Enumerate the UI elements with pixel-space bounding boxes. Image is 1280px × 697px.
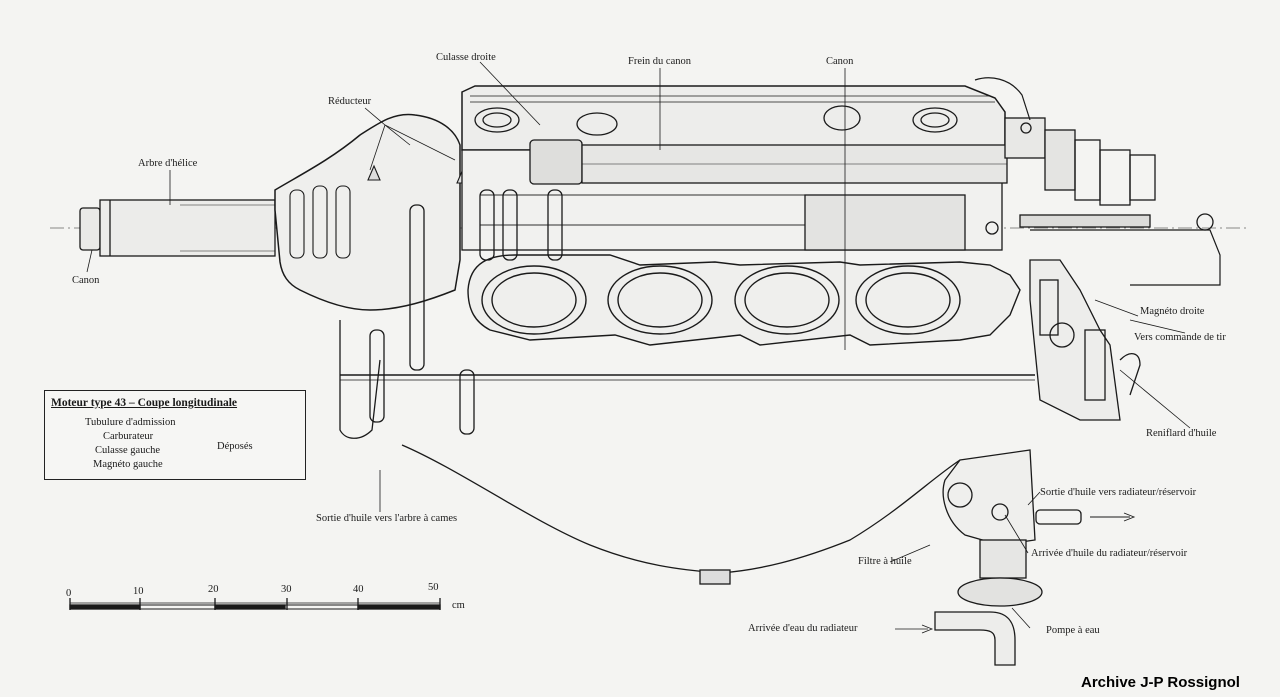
legend-item: Tubulure d'admission xyxy=(85,417,176,428)
scale-tick-label: 40 xyxy=(353,584,364,595)
legend-item: Magnéto gauche xyxy=(93,459,163,470)
rear-accessories xyxy=(974,77,1221,286)
label-arbre-helice: Arbre d'hélice xyxy=(138,158,198,169)
scale-tick-label: 20 xyxy=(208,584,219,595)
scale-unit: cm xyxy=(452,600,465,611)
legend-note: Déposés xyxy=(217,441,253,452)
label-reducteur: Réducteur xyxy=(328,96,372,107)
label-frein-canon: Frein du canon xyxy=(628,56,691,67)
scale-tick-label: 50 xyxy=(428,582,439,593)
label-magneto-droite: Magnéto droite xyxy=(1140,306,1205,317)
reduction-gear-housing xyxy=(274,113,461,311)
label-pompe-eau: Pompe à eau xyxy=(1046,625,1100,636)
label-arrivee-huile: Arrivée d'huile du radiateur/réservoir xyxy=(1031,548,1188,559)
scale-tick-label: 30 xyxy=(281,584,292,595)
label-canon-top: Canon xyxy=(826,56,854,67)
crankcase xyxy=(339,189,1136,585)
label-sortie-huile-cames: Sortie d'huile vers l'arbre à cames xyxy=(316,513,458,524)
scale-tick-label: 10 xyxy=(133,586,144,597)
label-vers-commande-tir: Vers commande de tir xyxy=(1134,332,1226,343)
drive-end-cover xyxy=(1029,259,1141,421)
scale-tick-label: 0 xyxy=(66,588,72,599)
label-canon-left: Canon xyxy=(72,275,100,286)
leader-lines xyxy=(86,61,1191,634)
archive-credit: Archive J-P Rossignol xyxy=(1081,674,1240,691)
scale-bar xyxy=(69,598,441,610)
legend-title: Moteur type 43 – Coupe longitudinale xyxy=(51,397,238,409)
water-pump xyxy=(934,539,1043,666)
label-sortie-huile-radiateur: Sortie d'huile vers radiateur/réservoir xyxy=(1040,487,1197,498)
label-arrivee-eau: Arrivée d'eau du radiateur xyxy=(748,623,858,634)
propeller-shaft xyxy=(79,199,276,257)
label-reniflard: Reniflard d'huile xyxy=(1146,428,1217,439)
label-culasse-droite: Culasse droite xyxy=(436,52,496,63)
legend-item: Culasse gauche xyxy=(95,445,161,456)
legend-box: Moteur type 43 – Coupe longitudinale Tub… xyxy=(44,390,306,480)
cylinder-liners xyxy=(467,254,1021,346)
legend-item: Carburateur xyxy=(103,431,154,442)
cannon-barrel xyxy=(479,139,1008,251)
label-filtre: Filtre à huile xyxy=(858,556,912,567)
